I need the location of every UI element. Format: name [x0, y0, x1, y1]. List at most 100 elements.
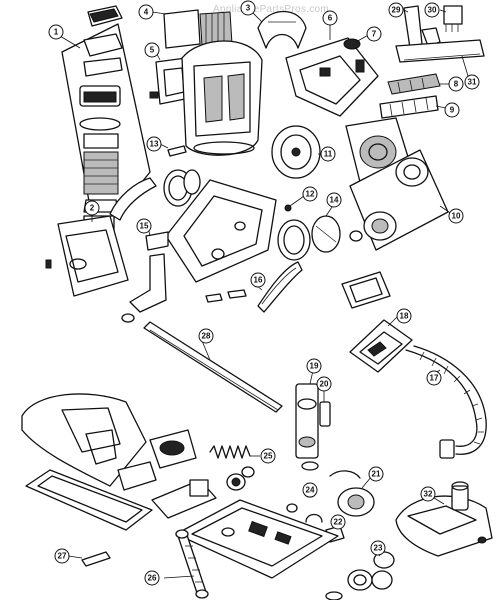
part-turbo-powerhead: [395, 481, 493, 557]
callout-4: 4: [138, 4, 154, 20]
part-canister-body: [181, 40, 263, 156]
watermark: AppliancePartsPros.com: [212, 4, 330, 15]
part-gasket-set: [277, 215, 341, 261]
callout-13: 13: [146, 136, 162, 152]
svg-text:16: 16: [254, 276, 263, 285]
part-clip: [167, 145, 187, 157]
svg-text:8: 8: [454, 80, 459, 89]
callout-29: 29: [388, 2, 404, 18]
part-valve-assembly: [295, 383, 331, 471]
callout-1: 1: [48, 24, 64, 40]
callout-9: 9: [444, 102, 460, 118]
svg-text:7: 7: [372, 30, 377, 39]
callout-12: 12: [302, 186, 318, 202]
part-carry-handle: [257, 11, 307, 49]
svg-text:5: 5: [150, 46, 155, 55]
svg-text:21: 21: [372, 470, 381, 479]
svg-text:10: 10: [452, 212, 461, 221]
callout-25: 25: [260, 448, 276, 464]
callout-26: 26: [144, 570, 160, 586]
svg-text:24: 24: [306, 486, 315, 495]
callout-11: 11: [320, 146, 336, 162]
svg-text:32: 32: [424, 490, 433, 499]
part-dust-cup-assembly: [61, 5, 151, 241]
callout-32: 32: [420, 486, 436, 502]
part-dirt-duct: [121, 253, 167, 323]
part-nozzle-chassis: [175, 499, 339, 579]
part-hood: [21, 393, 147, 487]
svg-text:15: 15: [140, 222, 149, 231]
callout-5: 5: [144, 42, 160, 58]
callout-30: 30: [424, 2, 440, 18]
part-cup-tray: [149, 429, 197, 469]
svg-text:20: 20: [320, 380, 329, 389]
part-upper-housing: [285, 37, 379, 117]
callout-28: 28: [198, 328, 214, 344]
part-bumper-frame: [25, 469, 153, 531]
svg-text:28: 28: [202, 332, 211, 341]
svg-text:1: 1: [54, 28, 59, 37]
svg-text:6: 6: [328, 14, 333, 23]
part-bracket: [145, 231, 169, 251]
callout-15: 15: [136, 218, 152, 234]
part-square-cup: [341, 271, 391, 309]
svg-text:19: 19: [310, 362, 319, 371]
callout-22: 22: [330, 514, 346, 530]
part-belt: [305, 513, 323, 523]
svg-text:4: 4: [144, 8, 149, 17]
part-knob: [343, 38, 361, 50]
part-screw: [284, 204, 292, 212]
part-bumper-strip: [257, 261, 303, 313]
part-door-panel: [117, 461, 157, 491]
callout-6: 6: [322, 10, 338, 26]
part-hose: [405, 345, 487, 459]
svg-text:29: 29: [392, 6, 401, 15]
callout-3: 3: [240, 0, 256, 16]
svg-text:23: 23: [374, 544, 383, 553]
callout-27: 27: [54, 548, 70, 564]
callout-2: 2: [84, 200, 100, 216]
part-fan-wheel: [271, 125, 321, 179]
part-hose-handle: [349, 319, 413, 373]
part-belt-motor: [329, 470, 375, 517]
part-ring-pair: [163, 169, 201, 207]
svg-text:9: 9: [450, 106, 455, 115]
part-exhaust-grille: [379, 95, 439, 119]
svg-text:14: 14: [330, 196, 339, 205]
part-motor-assembly: [349, 149, 449, 251]
svg-text:26: 26: [148, 574, 157, 583]
svg-text:25: 25: [264, 452, 273, 461]
svg-text:2: 2: [90, 204, 95, 213]
svg-text:18: 18: [400, 312, 409, 321]
callout-21: 21: [368, 466, 384, 482]
callout-19: 19: [306, 358, 322, 374]
part-crevice-tool: [403, 5, 423, 49]
svg-text:17: 17: [430, 374, 439, 383]
part-small-clips: [205, 289, 247, 303]
svg-text:27: 27: [58, 552, 67, 561]
callout-17: 17: [426, 370, 442, 386]
svg-text:30: 30: [428, 6, 437, 15]
part-spring: [209, 445, 251, 459]
callout-23: 23: [370, 540, 386, 556]
part-agitator-tool: [81, 551, 111, 567]
callout-8: 8: [448, 76, 464, 92]
callout-16: 16: [250, 272, 266, 288]
svg-text:22: 22: [334, 518, 343, 527]
callout-14: 14: [326, 192, 342, 208]
part-dusting-brush: [443, 5, 463, 32]
part-wheel-set: [226, 466, 395, 600]
callout-10: 10: [448, 208, 464, 224]
callout-7: 7: [366, 26, 382, 42]
svg-text:11: 11: [324, 150, 333, 159]
callout-20: 20: [316, 376, 332, 392]
callout-18: 18: [396, 308, 412, 324]
svg-text:3: 3: [246, 4, 251, 13]
callout-24: 24: [302, 482, 318, 498]
svg-text:13: 13: [150, 140, 159, 149]
part-handle-base: [151, 479, 217, 519]
part-bumper-left: [109, 177, 157, 221]
svg-text:31: 31: [468, 78, 477, 87]
part-base-housing: [165, 179, 277, 283]
